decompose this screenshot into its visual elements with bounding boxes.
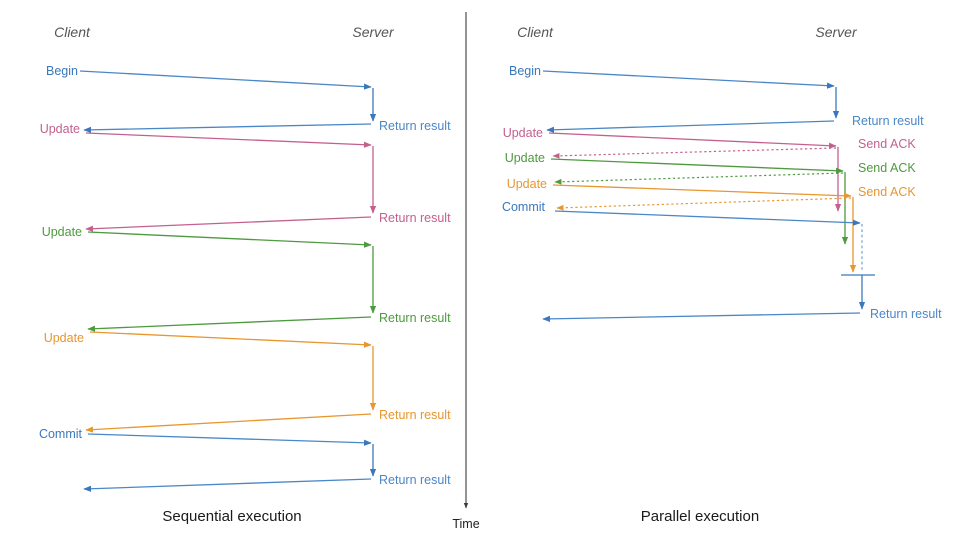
right-arrow-begin — [542, 70, 835, 89]
right-label-update-3: Update — [507, 177, 547, 191]
left-label-update-1: Update — [40, 122, 80, 136]
time-axis-label: Time — [452, 517, 479, 531]
right-label-return-1: Return result — [852, 114, 924, 128]
right-label-return-2: Return result — [870, 307, 942, 321]
right-arrow-update-3 — [552, 184, 852, 199]
right-arrow-ack-1 — [552, 147, 837, 159]
left-label-return-3: Return result — [379, 311, 451, 325]
left-label-commit: Commit — [39, 427, 83, 441]
right-arrow-return-1 — [546, 120, 835, 133]
right-arrow-update-1 — [548, 132, 837, 149]
right-arrow-ack-2 — [554, 172, 844, 185]
right-arrow-ack-3 — [556, 197, 852, 211]
left-arrow-commit — [87, 433, 372, 446]
right-label-ack-2: Send ACK — [858, 161, 916, 175]
right-label-ack-3: Send ACK — [858, 185, 916, 199]
left-arrow-update-3 — [89, 331, 372, 348]
right-label-begin: Begin — [509, 64, 541, 78]
left-label-begin: Begin — [46, 64, 78, 78]
right-arrow-return-2 — [542, 312, 861, 322]
left-arrow-return-3 — [87, 316, 372, 332]
right-server-actor-label: Server — [815, 24, 858, 40]
panel-sequential: Client Server Begin Return result Update… — [39, 24, 451, 525]
left-arrow-return-2 — [85, 216, 372, 232]
right-label-ack-1: Send ACK — [858, 137, 916, 151]
left-server-actor-label: Server — [352, 24, 395, 40]
left-arrow-return-1 — [83, 123, 372, 133]
left-label-return-1: Return result — [379, 119, 451, 133]
left-label-update-3: Update — [44, 331, 84, 345]
right-label-update-1: Update — [503, 126, 543, 140]
left-label-return-2: Return result — [379, 211, 451, 225]
left-panel-caption: Sequential execution — [162, 508, 301, 525]
left-label-return-4: Return result — [379, 408, 451, 422]
left-arrow-begin — [79, 70, 372, 90]
left-arrow-return-4 — [85, 413, 372, 433]
left-label-return-5: Return result — [379, 473, 451, 487]
right-client-actor-label: Client — [517, 24, 554, 40]
left-arrow-return-5 — [83, 478, 372, 492]
panel-parallel: Client Server Begin Return result Update… — [502, 24, 942, 525]
left-arrow-update-1 — [85, 132, 372, 148]
left-client-actor-label: Client — [54, 24, 91, 40]
right-arrow-commit — [554, 210, 861, 226]
right-panel-caption: Parallel execution — [641, 508, 759, 525]
left-arrow-update-2 — [87, 231, 372, 248]
right-label-commit: Commit — [502, 200, 546, 214]
right-arrow-update-2 — [550, 158, 844, 174]
left-label-update-2: Update — [42, 225, 82, 239]
right-label-update-2: Update — [505, 151, 545, 165]
